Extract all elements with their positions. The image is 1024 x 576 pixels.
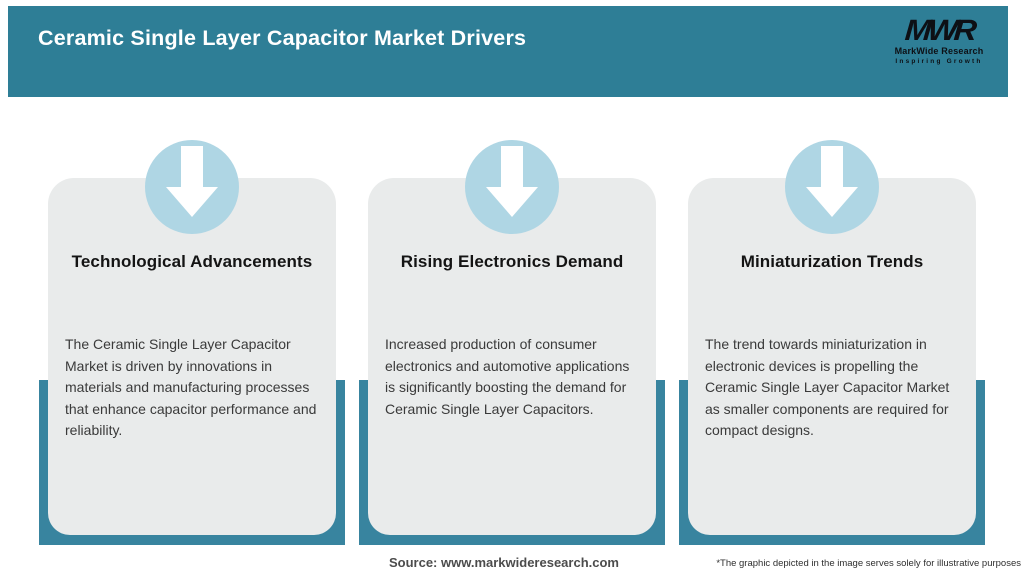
card-body: The trend towards miniaturization in ele… (705, 336, 950, 438)
card: Miniaturization Trends The trend towards… (688, 178, 976, 535)
down-arrow-icon (145, 140, 239, 234)
driver-card-rising-electronics-demand: Rising Electronics Demand Increased prod… (359, 0, 665, 576)
down-arrow-icon (465, 140, 559, 234)
card: Technological Advancements The Ceramic S… (48, 178, 336, 535)
card: Rising Electronics Demand Increased prod… (368, 178, 656, 535)
header-banner: Ceramic Single Layer Capacitor Market Dr… (8, 6, 1008, 97)
card-body: The Ceramic Single Layer Capacitor Marke… (65, 336, 317, 438)
page-title: Ceramic Single Layer Capacitor Market Dr… (38, 26, 527, 50)
source-text: Source: www.markwideresearch.com (388, 555, 619, 570)
driver-card-miniaturization-trends: Miniaturization Trends The trend towards… (679, 0, 985, 576)
logo-name: MarkWide Research (894, 46, 984, 56)
logo-tagline: Inspiring Growth (895, 57, 983, 65)
driver-card-technological-advancements: Technological Advancements The Ceramic S… (39, 0, 345, 576)
card-title: Rising Electronics Demand (400, 252, 624, 271)
card-title: Technological Advancements (71, 252, 313, 271)
markwide-logo: MWR MarkWide Research Inspiring Growth (884, 13, 994, 65)
card-title: Miniaturization Trends (740, 252, 924, 271)
card-body: Increased production of consumer electro… (385, 336, 630, 417)
disclaimer-text: *The graphic depicted in the image serve… (716, 558, 1021, 569)
down-arrow-icon (785, 140, 879, 234)
